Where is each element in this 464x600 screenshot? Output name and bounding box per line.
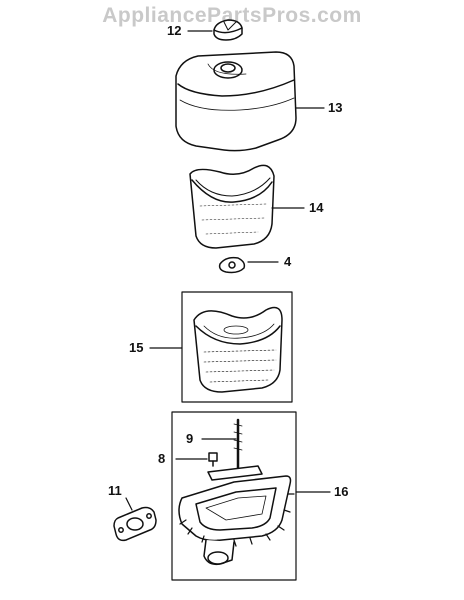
part-4-clip xyxy=(218,256,246,274)
part-16-box xyxy=(171,411,297,581)
part-12-knob xyxy=(213,19,243,41)
callout-8: 8 xyxy=(158,451,166,466)
watermark-text: AppliancePartsPros.com xyxy=(102,4,362,27)
bracket xyxy=(207,465,263,481)
callout-11: 11 xyxy=(108,483,122,498)
part-15-box xyxy=(181,291,293,403)
callout-16: 16 xyxy=(334,484,349,499)
callout-9: 9 xyxy=(186,431,194,446)
part-16-base xyxy=(178,475,295,566)
part-11-gasket xyxy=(113,506,157,542)
callout-15: 15 xyxy=(129,340,144,355)
callout-13: 13 xyxy=(328,100,343,115)
callout-12: 12 xyxy=(167,23,182,38)
leader-lines xyxy=(125,30,331,511)
part-9-bolt xyxy=(233,418,243,470)
part-13-cover xyxy=(175,51,297,152)
part-8-screw xyxy=(208,452,218,467)
part-15-filter xyxy=(193,306,283,393)
callout-4: 4 xyxy=(284,254,292,269)
callout-14: 14 xyxy=(309,200,324,215)
part-14-prefilter xyxy=(189,164,275,249)
